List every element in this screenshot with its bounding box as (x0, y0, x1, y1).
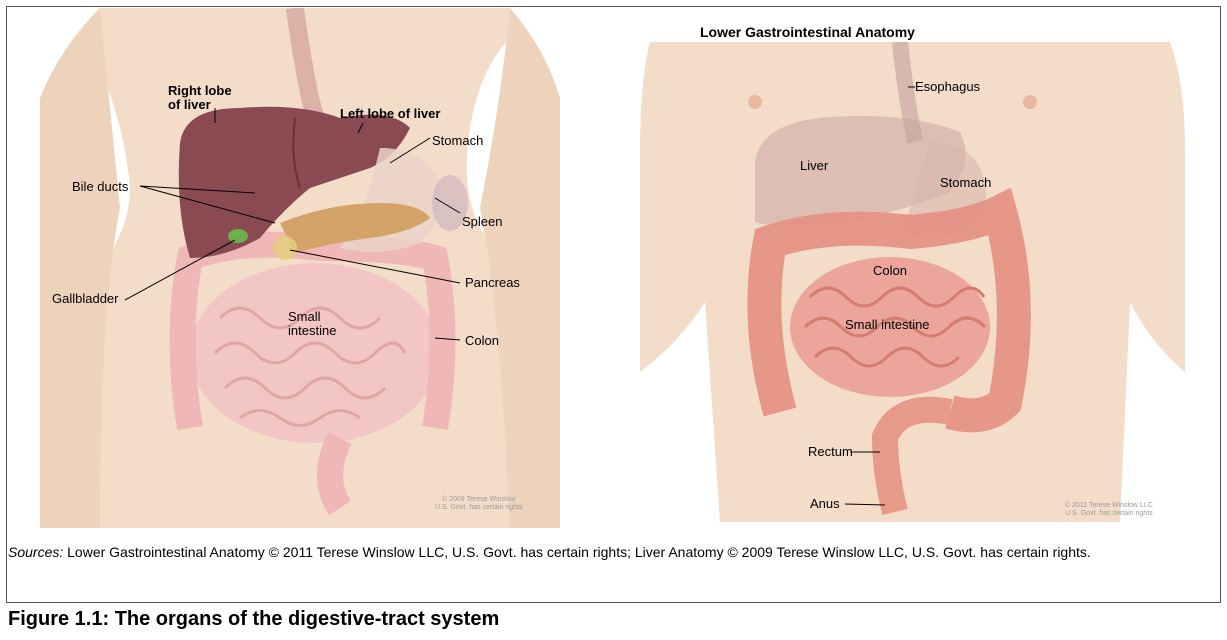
label-colon-left: Colon (465, 334, 499, 348)
left-anatomy-illustration (40, 8, 560, 528)
sources-prefix: Sources: (8, 544, 63, 560)
label-bile-ducts: Bile ducts (72, 180, 128, 194)
label-anus: Anus (810, 497, 840, 511)
figure-caption: Figure 1.1: The organs of the digestive-… (8, 608, 499, 631)
right-figure-title: Lower Gastrointestinal Anatomy (700, 24, 915, 40)
label-small-intestine-left: Smallintestine (288, 310, 336, 338)
label-stomach-right: Stomach (940, 176, 991, 190)
label-gallbladder: Gallbladder (52, 292, 119, 306)
label-right-lobe-of-liver: Right lobeof liver (168, 84, 232, 112)
label-colon-right: Colon (873, 264, 907, 278)
label-rectum: Rectum (808, 445, 853, 459)
label-small-intestine-right: Small intestine (845, 318, 930, 332)
sources-note: Sources: Lower Gastrointestinal Anatomy … (8, 542, 1223, 563)
right-anatomy-illustration (630, 42, 1190, 522)
left-gallbladder (228, 229, 248, 243)
left-small-intestine (190, 263, 440, 443)
label-stomach-left: Stomach (432, 134, 483, 148)
label-esophagus: Esophagus (915, 80, 980, 94)
sources-text: Lower Gastrointestinal Anatomy © 2011 Te… (63, 544, 1091, 560)
label-pancreas: Pancreas (465, 276, 520, 290)
right-copyright: © 2011 Terese Winslow LLC U.S. Govt. has… (1065, 502, 1153, 518)
left-anatomy-panel: Right lobeof liver Left lobe of liver St… (40, 8, 560, 528)
label-liver: Liver (800, 159, 828, 173)
right-anatomy-panel: Esophagus Liver Stomach Colon Small inte… (630, 42, 1190, 522)
label-spleen: Spleen (462, 215, 502, 229)
label-left-lobe-of-liver: Left lobe of liver (340, 107, 440, 121)
left-copyright: © 2009 Terese Winslow U.S. Govt. has cer… (435, 496, 523, 512)
